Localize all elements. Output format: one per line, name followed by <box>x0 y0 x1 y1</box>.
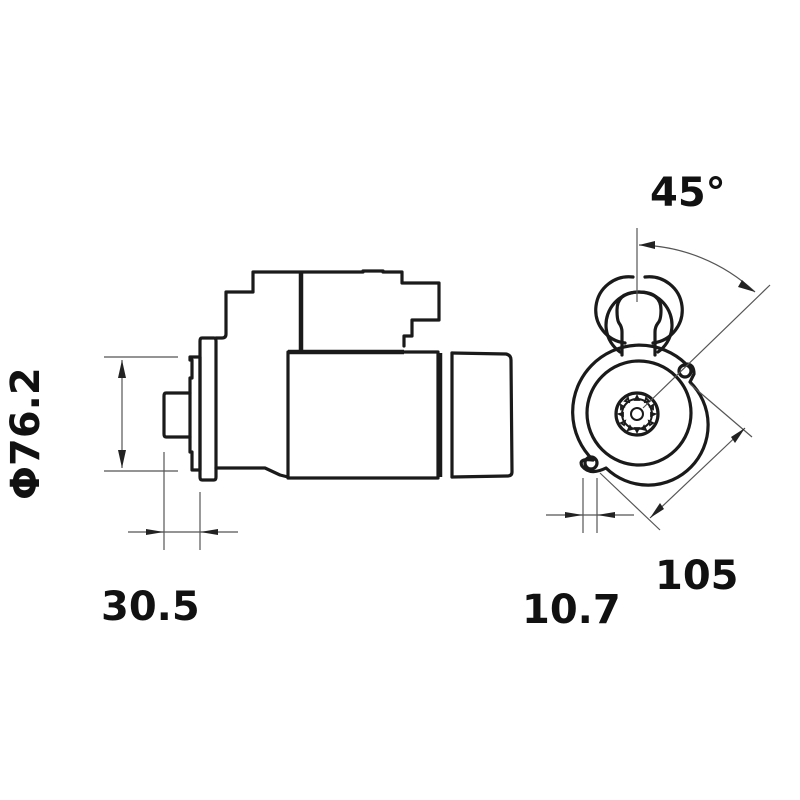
gear-center <box>630 407 644 421</box>
bolt-hole-bottom <box>583 455 599 471</box>
diameter-label: Φ76.2 <box>3 367 49 500</box>
housing-inner-ring <box>585 359 693 467</box>
side-view <box>162 269 514 482</box>
front-view <box>571 275 710 487</box>
nose-lower-contour <box>214 466 290 479</box>
bolt-spacing-label: 105 <box>655 553 739 599</box>
pinion-shaft <box>162 391 192 439</box>
main-housing <box>571 343 710 487</box>
bolt-hole-top <box>677 363 693 379</box>
angle-label: 45° <box>650 170 726 216</box>
bolt-hole-offset-label: 10.7 <box>522 587 621 633</box>
nose-housing <box>214 269 441 348</box>
pinion-gear <box>614 391 660 437</box>
front-dimensions <box>546 228 771 533</box>
side-dimensions <box>104 356 238 550</box>
pinion-offset-label: 30.5 <box>101 584 200 630</box>
solenoid-cap-inner <box>594 275 684 345</box>
end-cap <box>450 351 514 479</box>
solenoid-neck <box>615 290 663 357</box>
